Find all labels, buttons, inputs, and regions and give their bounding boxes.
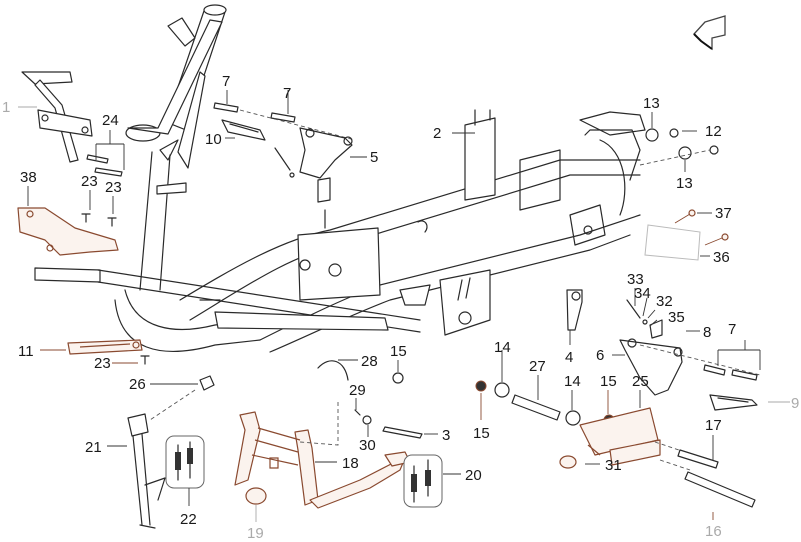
- callout-26: 26: [129, 376, 146, 393]
- callout-34: 34: [634, 285, 651, 302]
- callout-38: 38: [20, 169, 37, 186]
- callout-5: 5: [370, 149, 378, 166]
- callout-6: 6: [596, 347, 604, 364]
- spring-kit-22-drawing: [165, 435, 205, 489]
- callout-7b: 7: [283, 85, 291, 102]
- callout-24: 24: [102, 112, 119, 129]
- callout-33: 33: [627, 271, 644, 288]
- callout-15c: 15: [600, 373, 617, 390]
- callout-23a: 23: [81, 173, 98, 190]
- spring-kit-20-drawing: [403, 454, 443, 508]
- callout-14b: 14: [564, 373, 581, 390]
- callout-1: 1: [2, 99, 10, 116]
- callout-17: 17: [705, 417, 722, 434]
- bolts-16-17-drawing: [654, 441, 756, 508]
- swing-arm-drawing: [475, 380, 661, 469]
- callout-labels: 1 2 3 4 5 6 7 7 7 8 9 10 11 12 13 13 14 …: [2, 73, 799, 542]
- callout-7c: 7: [728, 321, 736, 338]
- pin-assembly-drawing: [299, 360, 423, 446]
- callout-3: 3: [442, 427, 450, 444]
- callout-18: 18: [342, 455, 359, 472]
- callout-31: 31: [605, 457, 622, 474]
- callout-13a: 13: [643, 95, 660, 112]
- front-bracket-drawing: [21, 71, 93, 163]
- callout-23b: 23: [105, 179, 122, 196]
- frame-drawing: [34, 4, 646, 353]
- callout-27: 27: [529, 358, 546, 375]
- callout-15b: 15: [473, 425, 490, 442]
- bracket-38-drawing: [17, 207, 119, 256]
- callout-10: 10: [205, 131, 222, 148]
- rubber-pad-19-drawing: [245, 487, 267, 505]
- callout-23c: 23: [94, 355, 111, 372]
- bushings-12-13-drawing: [639, 128, 719, 166]
- callout-21: 21: [85, 439, 102, 456]
- callout-8: 8: [703, 324, 711, 341]
- callout-2: 2: [433, 125, 441, 142]
- left-footrest-assembly-drawing: [213, 102, 356, 179]
- callout-15a: 15: [390, 343, 407, 360]
- callout-28: 28: [361, 353, 378, 370]
- screws-24-drawing: [86, 154, 123, 177]
- callout-30: 30: [359, 437, 376, 454]
- callout-16: 16: [705, 523, 722, 540]
- screws-23-drawing: [81, 213, 117, 227]
- right-footrest-assembly-drawing: [566, 289, 761, 411]
- callout-36: 36: [713, 249, 730, 266]
- callout-37: 37: [715, 205, 732, 222]
- callout-20: 20: [465, 467, 482, 484]
- plate-11-drawing: [67, 339, 150, 365]
- front-direction-arrow-icon: [693, 15, 726, 51]
- callout-4: 4: [565, 349, 573, 366]
- callout-12: 12: [705, 123, 722, 140]
- callout-25: 25: [632, 373, 649, 390]
- callout-32: 32: [656, 293, 673, 310]
- callout-19: 19: [247, 525, 264, 542]
- callout-35: 35: [668, 309, 685, 326]
- callout-13b: 13: [676, 175, 693, 192]
- callout-9: 9: [791, 395, 799, 412]
- side-stand-drawing: [127, 375, 215, 529]
- callout-14a: 14: [494, 339, 511, 356]
- leader-lines: [18, 90, 790, 522]
- callout-29: 29: [349, 382, 366, 399]
- callout-7a: 7: [222, 73, 230, 90]
- callout-22: 22: [180, 511, 197, 528]
- callout-11: 11: [18, 343, 34, 360]
- vin-plate-36-drawing: [644, 209, 729, 261]
